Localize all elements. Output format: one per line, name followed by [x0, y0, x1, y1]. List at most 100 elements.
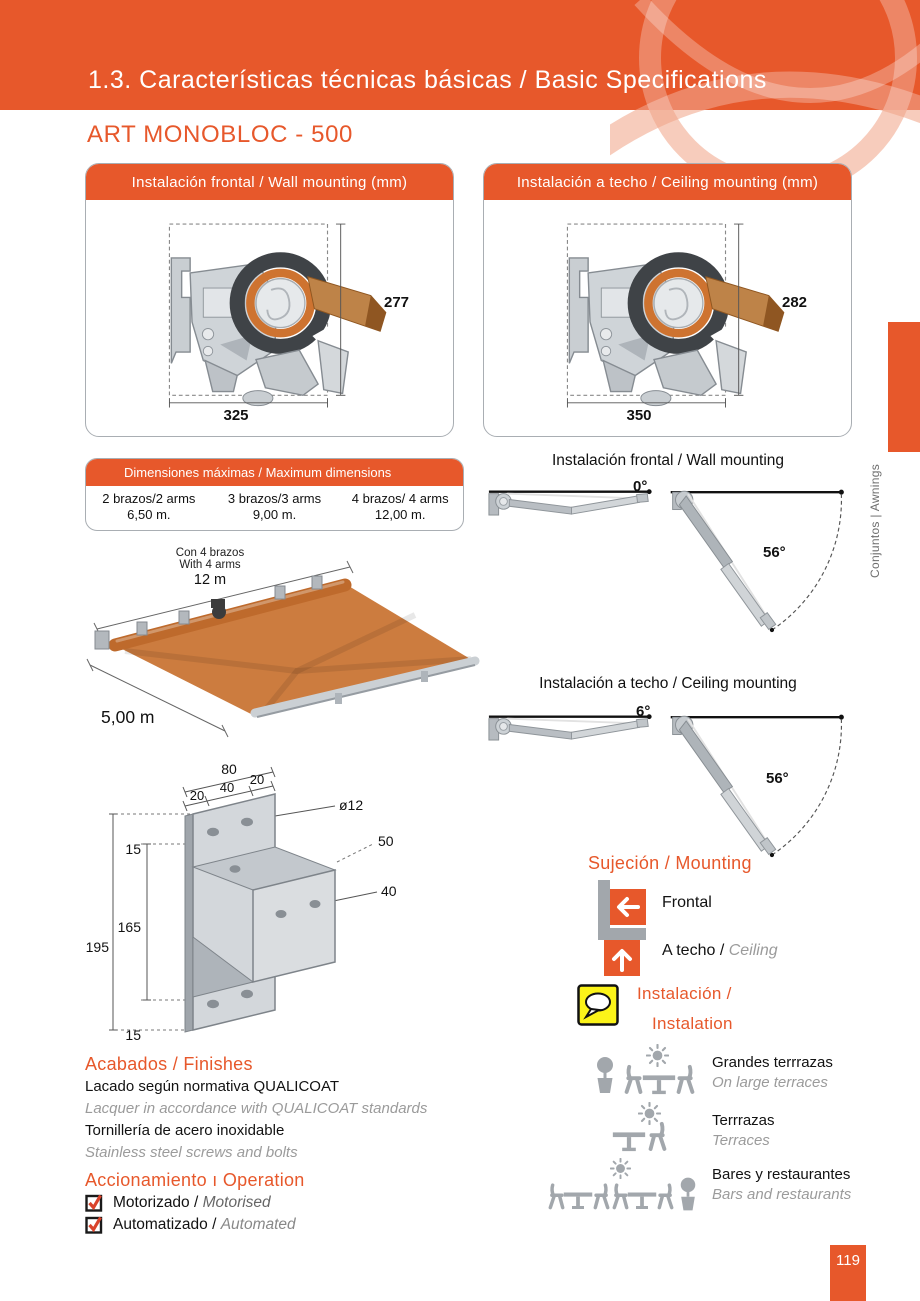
mounting-title: Sujeción / Mounting [588, 853, 752, 873]
bracket-dim-seg-mid: 40 [220, 780, 234, 795]
usage-label-es: Terrrazas [712, 1112, 775, 1129]
finish-line: Lacquer in accordance with QUALICOAT sta… [85, 1100, 428, 1117]
ceiling-panel-header: Instalación a techo / Ceiling mounting (… [484, 164, 851, 200]
bracket-drawing: 80 20 40 20 ø12 50 40 15 165 195 15 [86, 762, 397, 1043]
finish-line: Lacado según normativa QUALICOAT [85, 1078, 340, 1095]
large-terrace-icon [594, 1044, 706, 1100]
sun-icon [646, 1044, 669, 1067]
ceiling-mount-icon [598, 928, 646, 976]
operation-label-es: Motorizado / [113, 1193, 203, 1211]
table-icon [612, 1123, 646, 1152]
page-number: 119 [830, 1245, 866, 1301]
table-cell: 2 brazos/2 arms 6,50 m. [86, 491, 212, 523]
ceiling-angle-title: Instalación a techo / Ceiling mounting [539, 675, 797, 692]
dim-width: 350 [626, 407, 652, 424]
closed-angle-label: 6° [636, 703, 651, 720]
arms-label: 4 brazos/ 4 arms [351, 491, 449, 506]
awning-mechanism-drawing [101, 209, 411, 416]
installation-label-line1: Instalación / [637, 984, 732, 1003]
operation-title: Accionamiento ı Operation [85, 1170, 305, 1190]
bars-restaurants-icon [548, 1158, 708, 1216]
arms-label: 3 brazos/3 arms [227, 491, 322, 506]
finish-line: Tornillería de acero inoxidable [85, 1122, 285, 1139]
ceiling-mounting-panel: Instalación a techo / Ceiling mounting (… [483, 163, 852, 437]
chapter-label: Conjuntos | Awnings [868, 464, 882, 578]
open-angle-label: 56° [766, 770, 789, 787]
ceiling-angle-section: Instalación a techo / Ceiling mounting 6… [483, 675, 853, 890]
chair-icon [624, 1064, 643, 1094]
wall-angle-section: Instalación frontal / Wall mounting 0° 5… [483, 452, 853, 667]
max-dimensions-table: Dimensiones máximas / Maximum dimensions… [85, 458, 464, 531]
operation-label: Automatizado / Automated [113, 1216, 296, 1234]
awning-diagram: Con 4 brazos With 4 arms 12 m 5,00 m [85, 545, 485, 745]
ceiling-label-en: Ceiling [728, 942, 778, 959]
table-icon [627, 1184, 657, 1210]
operation-item: Motorizado / Motorised [85, 1193, 271, 1212]
speech-bubble-icon [577, 984, 619, 1026]
awning-mechanism-drawing [499, 209, 809, 416]
operation-label-en: Automated [220, 1215, 296, 1233]
product-title: ART MONOBLOC - 500 [87, 121, 353, 148]
terrace-icon [612, 1102, 692, 1154]
arms-count-label-en: With 4 arms [179, 559, 241, 571]
bracket-dim-margin-top: 15 [125, 841, 141, 857]
arm-open-drawing [663, 484, 851, 644]
table-cell: 4 brazos/ 4 arms 12,00 m. [337, 491, 463, 523]
chair-icon [676, 1064, 695, 1094]
length-value: 12,00 m. [374, 507, 426, 522]
usage-label-es: Bares y restaurantes [712, 1166, 851, 1183]
operation-item: Automatizado / Automated [85, 1215, 296, 1234]
length-value: 6,50 m. [127, 507, 171, 522]
chair-icon [657, 1182, 674, 1210]
page-title: 1.3. Características técnicas básicas / … [88, 66, 767, 94]
bracket-dim-depth: 50 [378, 833, 394, 849]
wall-mounting-panel: Instalación frontal / Wall mounting (mm)… [85, 163, 454, 437]
operation-label: Motorizado / Motorised [113, 1194, 271, 1212]
bracket-dim-plate-offset: 40 [381, 883, 397, 899]
usage-label-es: Grandes terrrazas [712, 1054, 833, 1071]
wall-mount-icon [598, 880, 646, 934]
frontal-label: Frontal [662, 894, 712, 911]
dim-width: 325 [223, 407, 249, 424]
bracket-dim-hole: ø12 [339, 797, 363, 813]
awning-width-label: 12 m [193, 572, 227, 588]
arm-closed-drawing [485, 482, 657, 550]
usage-label-en: Bars and restaurants [712, 1186, 852, 1203]
bracket-dim-seg-right: 20 [250, 772, 264, 787]
plant-icon [678, 1176, 698, 1212]
chair-icon [648, 1121, 667, 1151]
sun-icon [610, 1158, 631, 1179]
arm-closed-drawing [485, 707, 657, 775]
table-icon [563, 1184, 593, 1210]
bracket-dim-inner-height: 165 [118, 919, 142, 935]
bracket-dim-margin-bottom: 15 [125, 1027, 141, 1043]
usage-label-en: On large terraces [712, 1074, 828, 1091]
arm-open-drawing [663, 709, 851, 869]
installation-label-line2: Instalation [652, 1014, 733, 1033]
chair-icon [593, 1182, 610, 1210]
wall-panel-header: Instalación frontal / Wall mounting (mm) [86, 164, 453, 200]
finish-line: Stainless steel screws and bolts [85, 1144, 298, 1161]
checkbox-checked-icon [85, 1216, 103, 1234]
dim-height: 277 [384, 294, 410, 311]
chapter-tab [888, 322, 920, 452]
arms-count-label-es: Con 4 brazos [175, 547, 245, 559]
table-header: Dimensiones máximas / Maximum dimensions [86, 459, 463, 486]
checkbox-checked-icon [85, 1194, 103, 1212]
finishes-title: Acabados / Finishes [85, 1054, 253, 1074]
operation-label-en: Motorised [202, 1193, 271, 1211]
bracket-dim-seg-left: 20 [190, 788, 204, 803]
bracket-dim-total-width: 80 [221, 762, 237, 777]
open-angle-label: 56° [763, 544, 786, 561]
awning-drawing [86, 560, 480, 738]
table-cell: 3 brazos/3 arms 9,00 m. [212, 491, 338, 523]
usage-label-en: Terraces [712, 1132, 770, 1149]
ceiling-label: A techo / Ceiling [662, 942, 778, 960]
dim-height: 282 [782, 294, 808, 311]
closed-angle-label: 0° [633, 478, 648, 495]
plant-icon [594, 1056, 616, 1094]
ceiling-label-es: A techo / [662, 942, 729, 959]
wall-angle-title: Instalación frontal / Wall mounting [551, 452, 785, 469]
operation-label-es: Automatizado / [113, 1215, 221, 1233]
